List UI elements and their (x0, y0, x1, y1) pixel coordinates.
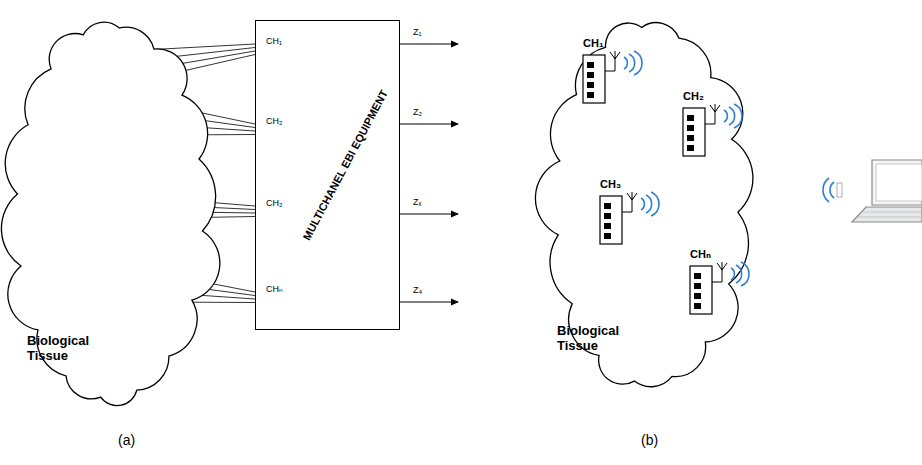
tissue-cloud: Biological Tissue CH₁ CH₂ CH₃ CHₙ (545, 15, 750, 395)
impedance-output: Zₓ (412, 197, 422, 207)
wireless-probe: CH₃ (600, 178, 670, 260)
probe-symbol (600, 178, 670, 260)
wireless-probe: CH₂ (683, 90, 753, 172)
channel-label: CHₙ (690, 248, 711, 261)
probe-symbol (583, 37, 653, 119)
channel-label: CH₁ (265, 36, 283, 46)
channel-label: CH₂ (265, 198, 284, 208)
wireless-probe: CH₁ (583, 37, 653, 119)
impedance-output: Z₁ (412, 27, 423, 37)
wireless-probe: CHₙ (690, 248, 760, 330)
equipment-name: MULTICHANEL EBI EQUIPMENT (301, 88, 391, 242)
impedance-output: Z₂ (412, 107, 423, 117)
channel-label: CH₂ (265, 116, 284, 126)
impedance-output: Z₄ (412, 285, 423, 295)
tissue-cloud: Biological Tissue (5, 15, 215, 410)
channel-label: CHₙ (265, 284, 284, 294)
probe-symbol (683, 90, 753, 172)
wireless-symbol (823, 178, 842, 202)
panel-label: (a) (117, 432, 136, 448)
channel-label: CH₂ (683, 90, 704, 102)
channel-label: CH₃ (600, 178, 621, 190)
panel-label: (b) (640, 432, 659, 448)
output-arrows (400, 44, 458, 302)
tissue-label: Biological Tissue (557, 323, 627, 353)
tissue-label: Biological Tissue (27, 333, 97, 363)
channel-label: CH₁ (583, 37, 603, 49)
probe-symbol (690, 248, 760, 330)
laptop-icon (852, 160, 922, 222)
